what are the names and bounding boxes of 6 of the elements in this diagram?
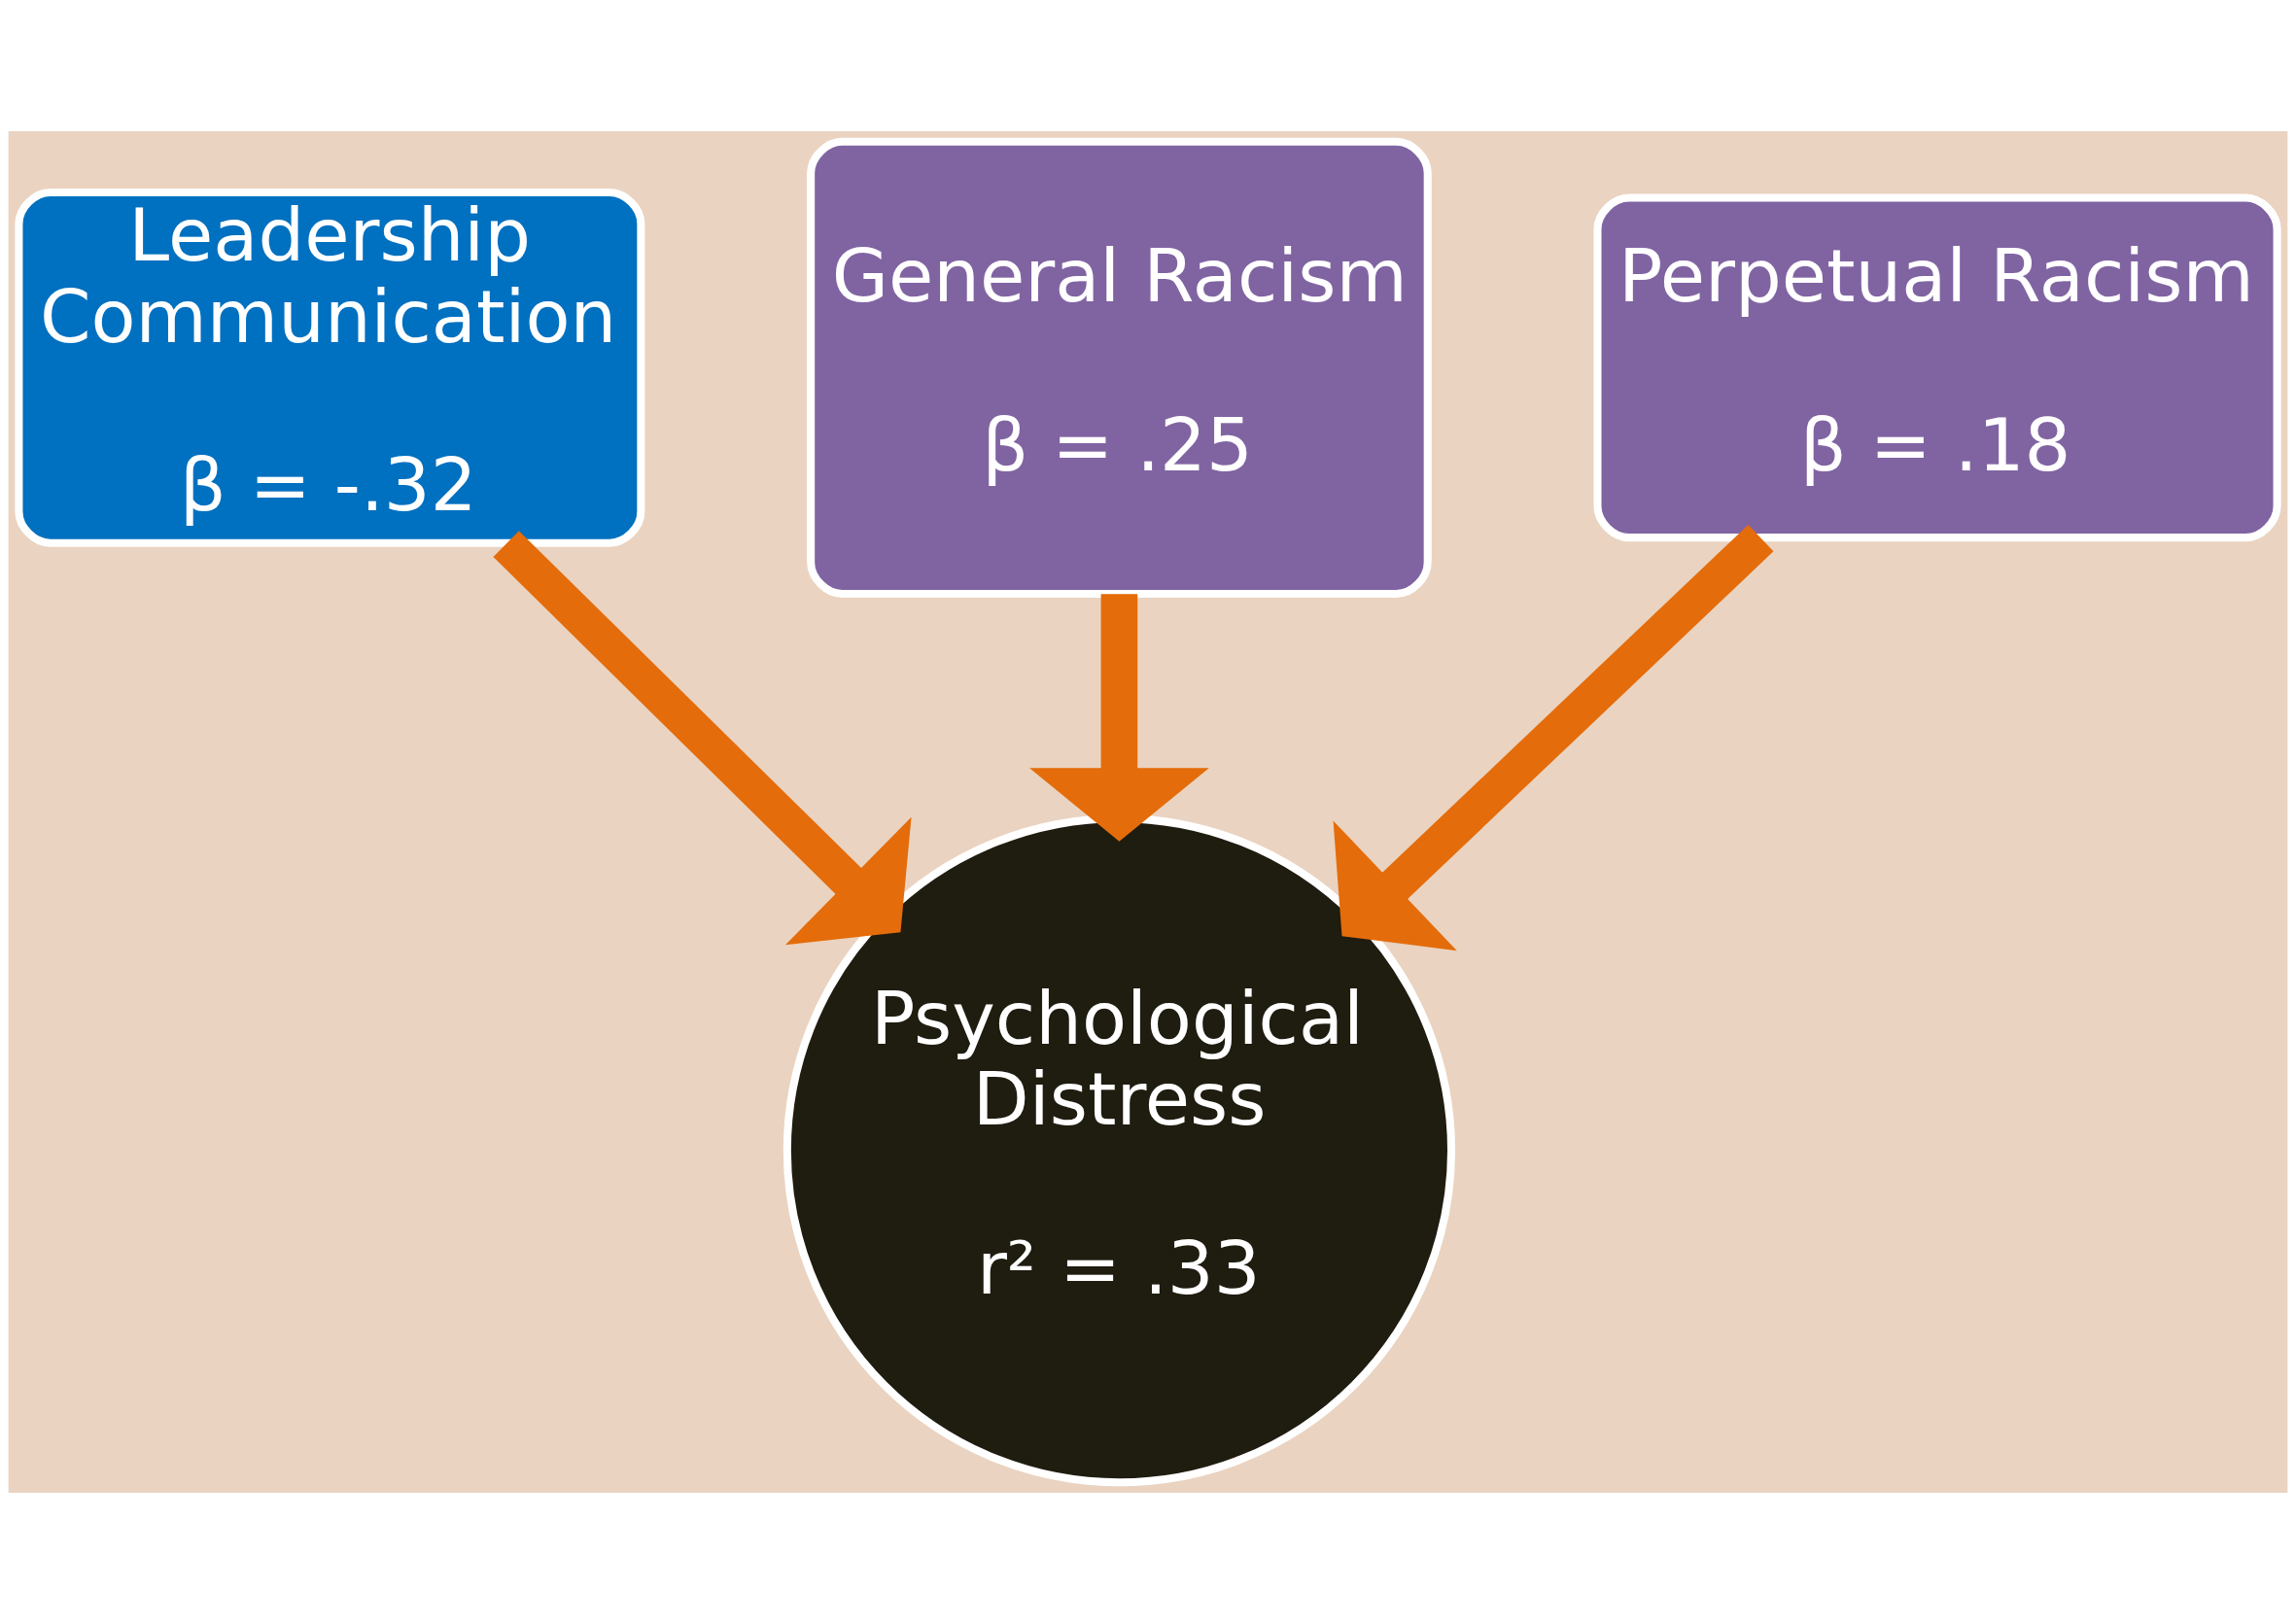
node-box: Perpetual Racism β = .18 xyxy=(1593,193,2281,542)
arrow xyxy=(493,531,912,946)
node-box: Leadership Communication β = -.32 xyxy=(15,188,645,547)
arrow xyxy=(1333,525,1774,951)
node-box: General Racism β = .25 xyxy=(807,137,1432,598)
arrow xyxy=(1029,594,1209,842)
